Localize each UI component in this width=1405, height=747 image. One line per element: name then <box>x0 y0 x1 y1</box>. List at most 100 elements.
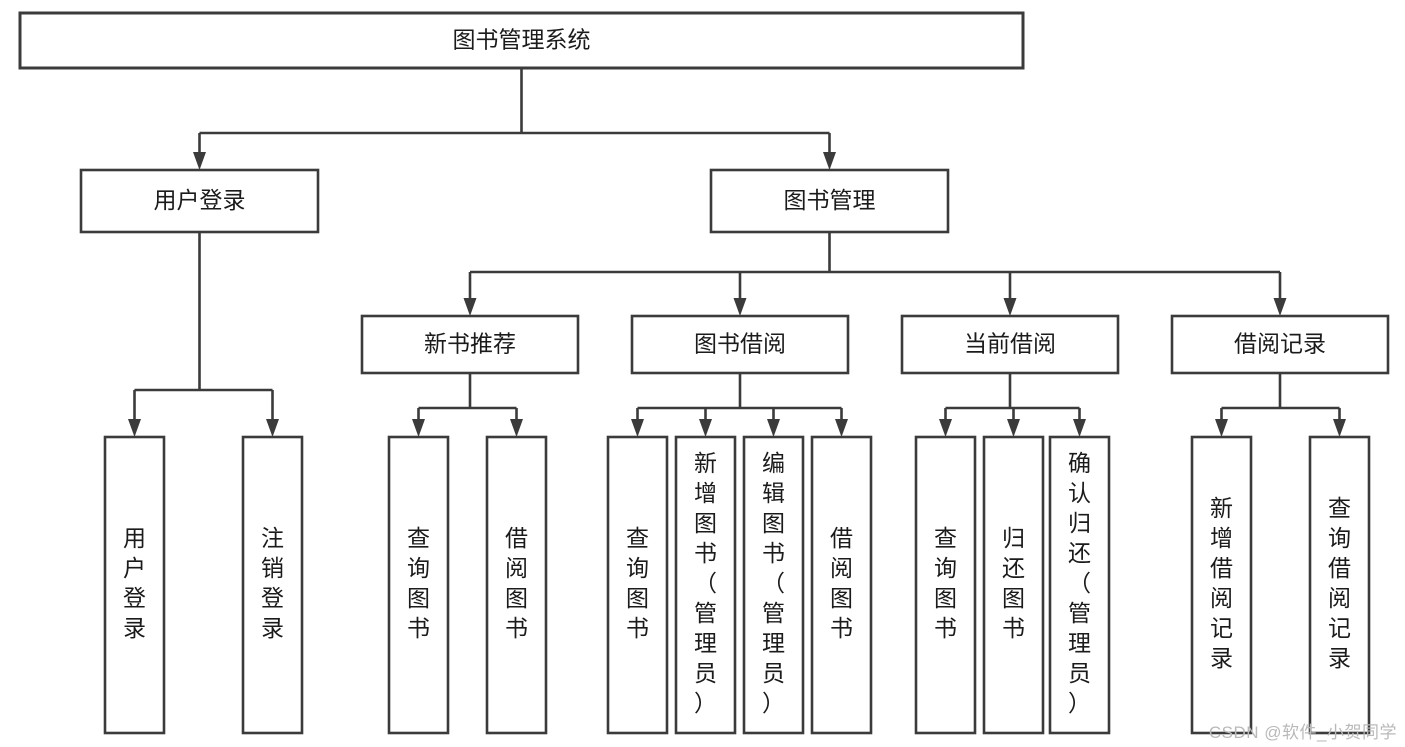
node-m1[interactable]: 用户登录 <box>79 168 320 234</box>
svg-text:记: 记 <box>1328 615 1351 641</box>
svg-text:理: 理 <box>694 630 717 656</box>
svg-text:书: 书 <box>762 540 785 566</box>
node-label-s4: 借阅记录 <box>1234 331 1326 357</box>
node-label-s3: 当前借阅 <box>964 331 1056 357</box>
node-box-root[interactable] <box>18 11 1025 70</box>
node-box-l13[interactable] <box>1308 435 1371 735</box>
svg-text:管: 管 <box>762 600 785 626</box>
node-box-l12[interactable] <box>1190 435 1253 735</box>
svg-text:查: 查 <box>934 525 957 551</box>
svg-text:图: 图 <box>407 585 430 611</box>
node-box-l11[interactable] <box>1048 435 1111 735</box>
svg-text:书: 书 <box>626 615 649 641</box>
node-box-l2[interactable] <box>241 435 304 735</box>
node-box-m2[interactable] <box>709 168 950 234</box>
svg-text:查: 查 <box>1328 495 1351 521</box>
node-box-l4[interactable] <box>485 435 548 735</box>
svg-text:登: 登 <box>123 585 146 611</box>
node-box-l3[interactable] <box>387 435 450 735</box>
svg-text:书: 书 <box>694 540 717 566</box>
svg-text:图: 图 <box>830 585 853 611</box>
svg-text:还: 还 <box>1068 540 1091 566</box>
svg-text:借: 借 <box>1210 555 1233 581</box>
svg-text:阅: 阅 <box>830 555 853 581</box>
svg-text:认: 认 <box>1068 480 1091 506</box>
svg-text:理: 理 <box>762 630 785 656</box>
node-s1[interactable]: 新书推荐 <box>360 314 580 375</box>
svg-text:辑: 辑 <box>762 480 785 506</box>
svg-text:注: 注 <box>261 525 284 551</box>
node-s2[interactable]: 图书借阅 <box>630 314 850 375</box>
svg-text:录: 录 <box>261 615 284 641</box>
svg-text:员: 员 <box>762 660 785 686</box>
svg-text:图: 图 <box>762 510 785 536</box>
svg-text:书: 书 <box>505 615 528 641</box>
svg-text:管: 管 <box>694 600 717 626</box>
svg-text:图: 图 <box>505 585 528 611</box>
svg-text:书: 书 <box>830 615 853 641</box>
svg-text:理: 理 <box>1068 630 1091 656</box>
node-s4[interactable]: 借阅记录 <box>1170 314 1390 375</box>
node-box-l8[interactable] <box>810 435 873 735</box>
node-box-l9[interactable] <box>914 435 977 735</box>
node-box-l6[interactable] <box>674 435 737 735</box>
node-box-s1[interactable] <box>360 314 580 375</box>
node-box-l7[interactable] <box>742 435 805 735</box>
svg-text:记: 记 <box>1210 615 1233 641</box>
svg-text:查: 查 <box>407 525 430 551</box>
node-box-l1[interactable] <box>103 435 166 735</box>
node-label-m1: 用户登录 <box>154 187 246 213</box>
svg-text:还: 还 <box>1002 555 1025 581</box>
svg-text:（: （ <box>694 570 717 596</box>
node-box-s3[interactable] <box>900 314 1120 375</box>
svg-text:图: 图 <box>694 510 717 536</box>
svg-text:）: ） <box>694 690 717 716</box>
svg-text:图: 图 <box>1002 585 1025 611</box>
node-s3[interactable]: 当前借阅 <box>900 314 1120 375</box>
node-l1[interactable]: 用户登录 <box>103 435 166 735</box>
node-m2[interactable]: 图书管理 <box>709 168 950 234</box>
connector-layer <box>128 68 1346 437</box>
svg-text:录: 录 <box>123 615 146 641</box>
node-layer: 图书管理系统用户登录图书管理新书推荐图书借阅当前借阅借阅记录用户登录注销登录查询… <box>18 11 1390 735</box>
svg-text:）: ） <box>762 690 785 716</box>
svg-text:阅: 阅 <box>1210 585 1233 611</box>
node-box-s4[interactable] <box>1170 314 1390 375</box>
node-box-m1[interactable] <box>79 168 320 234</box>
svg-text:归: 归 <box>1002 525 1025 551</box>
svg-text:录: 录 <box>1328 645 1351 671</box>
node-root[interactable]: 图书管理系统 <box>18 11 1025 70</box>
svg-text:询: 询 <box>407 555 430 581</box>
node-box-l10[interactable] <box>982 435 1045 735</box>
svg-text:用: 用 <box>123 525 146 551</box>
node-label-m2: 图书管理 <box>784 187 876 213</box>
node-label-s2: 图书借阅 <box>694 331 786 357</box>
svg-text:图: 图 <box>626 585 649 611</box>
node-box-s2[interactable] <box>630 314 850 375</box>
node-box-l5[interactable] <box>606 435 669 735</box>
svg-text:询: 询 <box>934 555 957 581</box>
svg-text:编: 编 <box>762 450 785 476</box>
